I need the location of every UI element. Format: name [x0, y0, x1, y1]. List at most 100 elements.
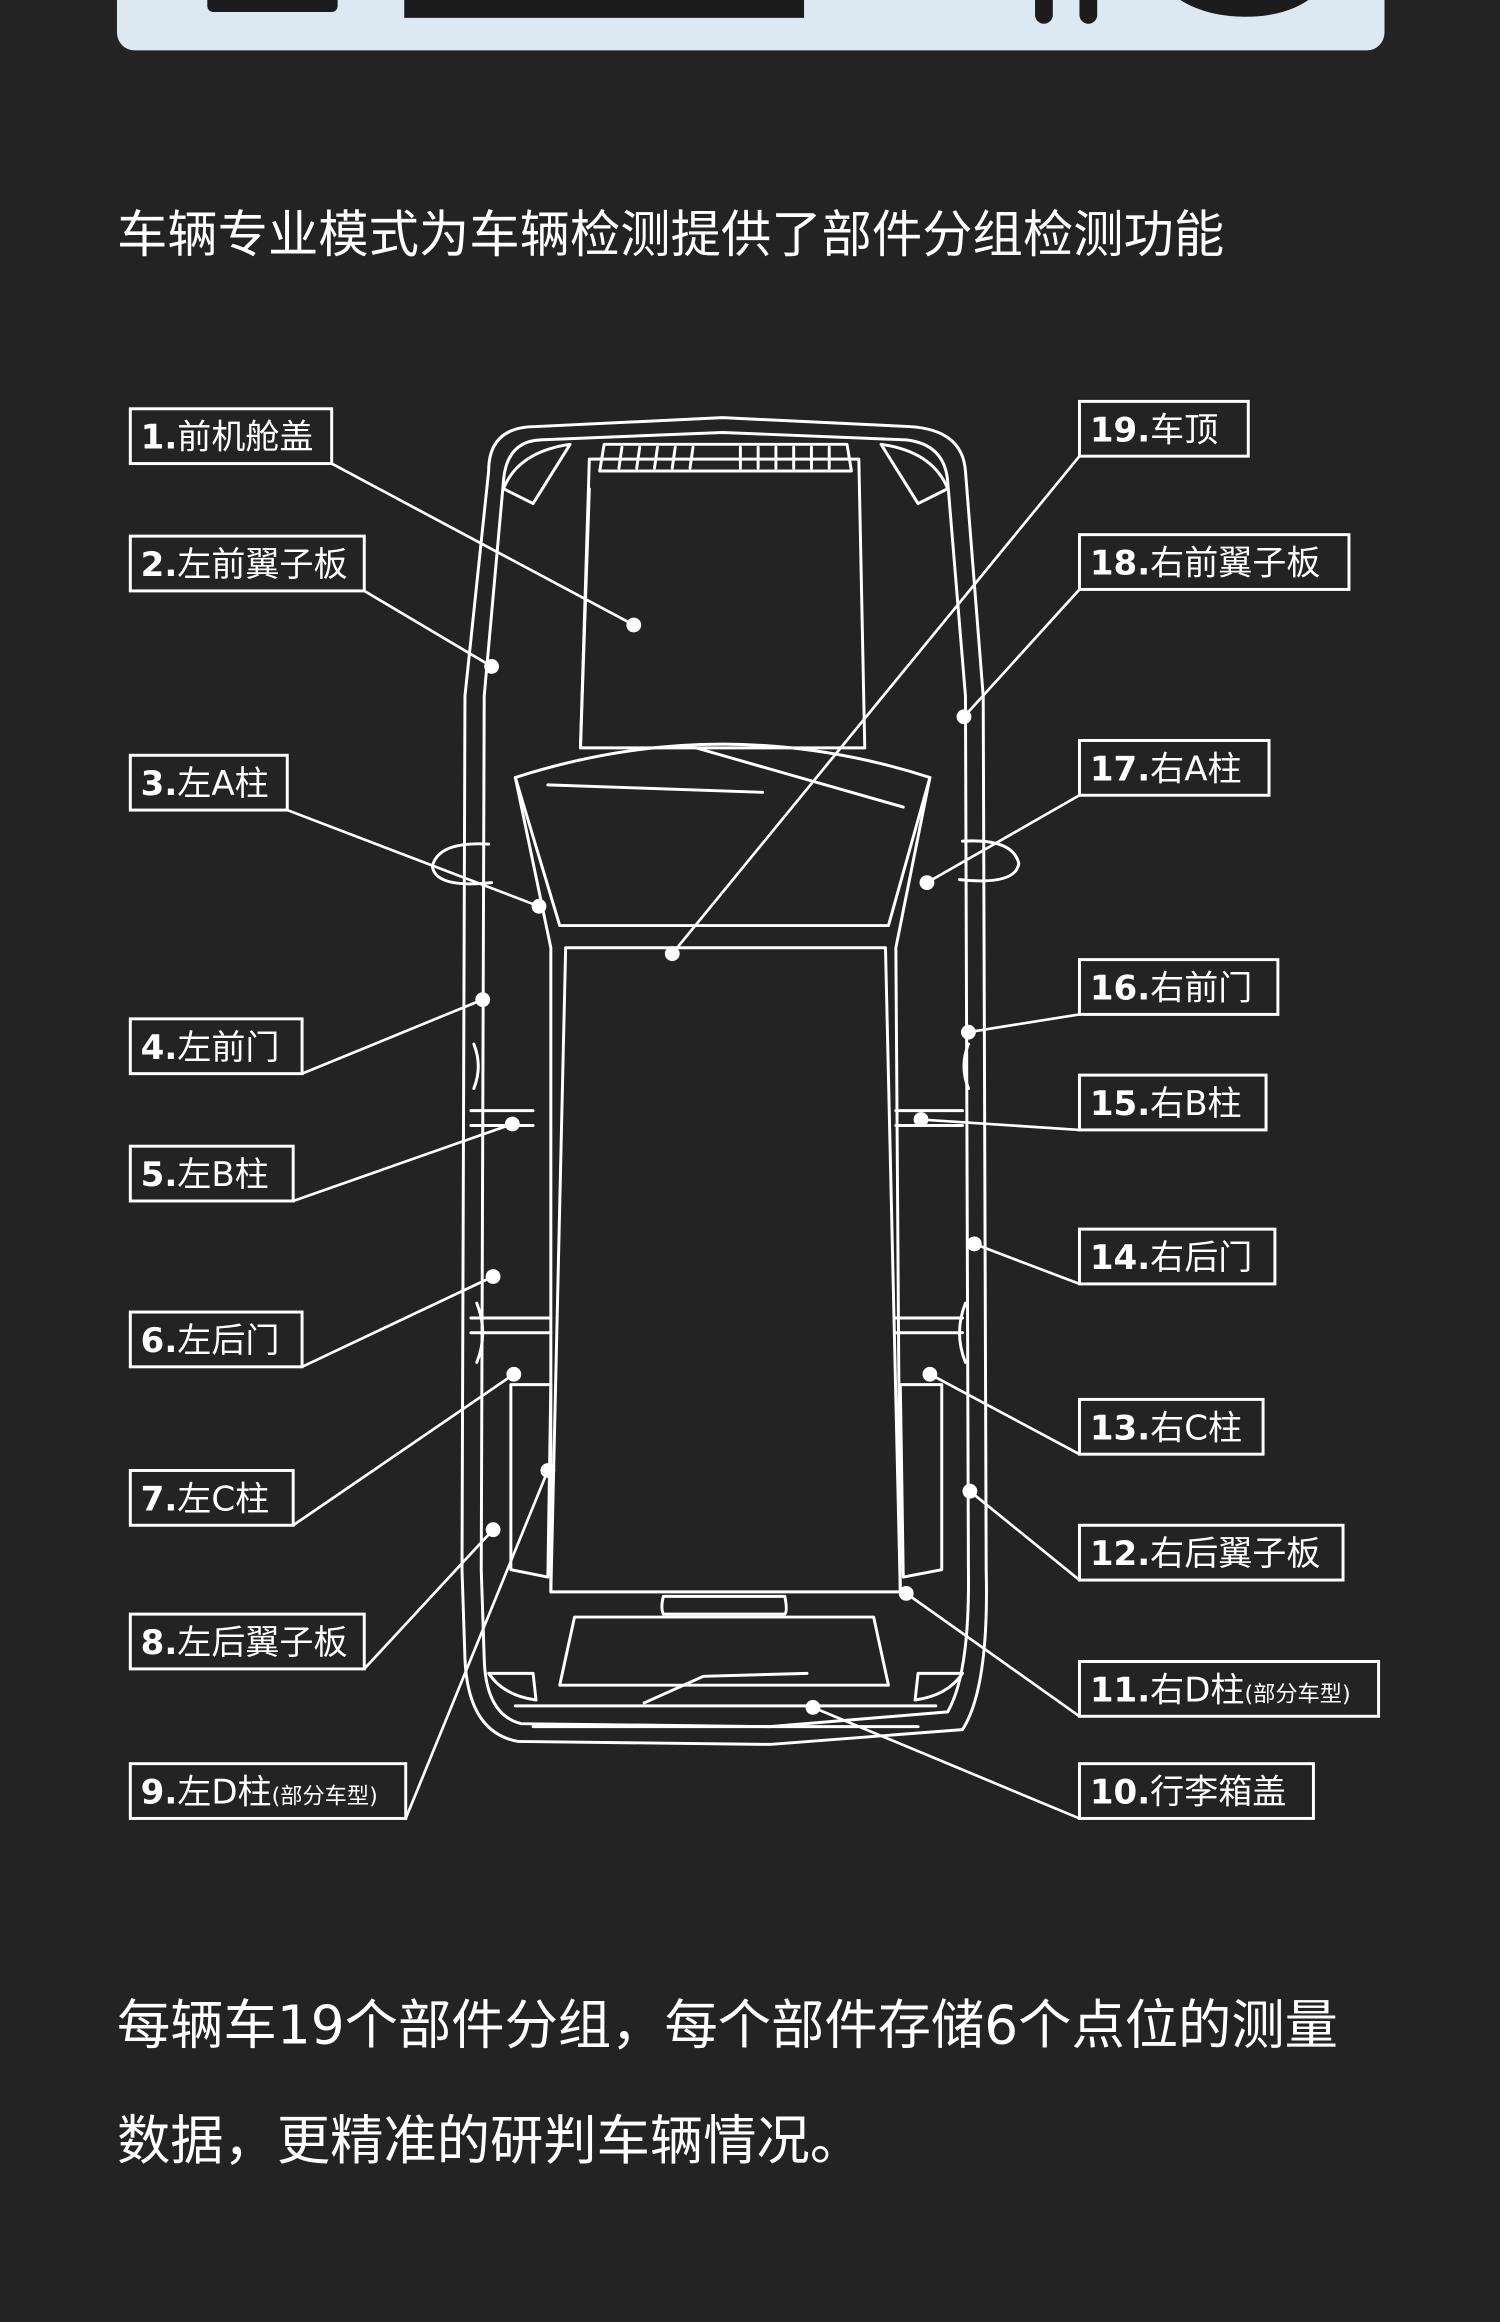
- summary-line-2: 数据，更精准的研判车辆情况。: [117, 2110, 863, 2172]
- part-8-label-text: 8.左后翼子板: [141, 1623, 348, 1663]
- top-banner: [116, 0, 1385, 51]
- part-15-leader-line: [920, 1118, 1080, 1132]
- car-body-outline: [460, 416, 988, 1746]
- part-3-number: 3.: [141, 764, 178, 804]
- part-6-number: 6.: [141, 1321, 178, 1361]
- part-10-number: 10.: [1090, 1773, 1150, 1813]
- part-18-callout: 18.右前翼子板: [956, 533, 1351, 725]
- part-13-name: 右C柱: [1150, 1408, 1242, 1448]
- part-13-label-box: [1077, 1397, 1265, 1456]
- part-12-label-text: 12.右后翼子板: [1090, 1534, 1321, 1574]
- part-10-leader-line: [812, 1706, 1080, 1820]
- part-17-number: 17.: [1090, 749, 1150, 789]
- top-banner-label-block: [404, 0, 805, 18]
- part-12-name: 右后翼子板: [1150, 1534, 1320, 1574]
- part-4-number: 4.: [141, 1028, 178, 1068]
- part-2-marker-dot: [484, 659, 500, 674]
- part-10-label-box: [1077, 1762, 1315, 1820]
- part-15-name: 右B柱: [1150, 1084, 1241, 1124]
- part-1-marker-dot: [626, 617, 642, 633]
- part-14-label-box: [1077, 1227, 1277, 1286]
- right-headlight: [879, 442, 950, 506]
- summary-line-1: 每辆车19个部件分组，每个部件存储6个点位的测量: [117, 1995, 1338, 2057]
- part-16-callout: 16.右前门: [961, 958, 1280, 1040]
- part-6-marker-dot: [485, 1269, 501, 1284]
- part-18-leader-line: [962, 588, 1081, 718]
- part-12-marker-dot: [962, 1483, 978, 1499]
- part-15-marker-dot: [913, 1112, 929, 1127]
- left-taillight: [487, 1671, 538, 1702]
- part-13-leader-line: [929, 1373, 1081, 1456]
- part-11-name: 右D柱: [1150, 1670, 1244, 1710]
- part-11-label-box: [1077, 1660, 1381, 1718]
- right-mirror: [958, 839, 1021, 883]
- part-18-label-text: 18.右前翼子板: [1090, 544, 1321, 584]
- part-12-number: 12.: [1090, 1534, 1150, 1574]
- part-14-callout: 14.右后门: [966, 1227, 1277, 1286]
- rear-spoiler: [660, 1594, 788, 1616]
- left-door-handle-front: [472, 1042, 480, 1090]
- part-8-number: 8.: [141, 1623, 178, 1663]
- right-quarter-window: [898, 1383, 944, 1579]
- part-18-label-box: [1077, 533, 1351, 591]
- part-5-label-text: 5.左B柱: [141, 1155, 269, 1195]
- part-16-leader-line: [968, 1013, 1080, 1034]
- part-17-callout: 17.右A柱: [919, 738, 1271, 891]
- part-7-name: 左C柱: [177, 1479, 269, 1519]
- part-5-marker-dot: [504, 1116, 520, 1132]
- part-14-name: 右后门: [1150, 1238, 1252, 1278]
- part-9-marker-dot: [540, 1463, 556, 1478]
- part-5-number: 5.: [141, 1155, 178, 1195]
- right-b-pillar: [894, 1109, 964, 1127]
- car-diagram: [430, 416, 1021, 1746]
- part-10-label-text: 10.行李箱盖: [1090, 1773, 1287, 1813]
- left-a-pillar-line: [513, 776, 553, 1594]
- right-a-pillar-line: [894, 776, 932, 1594]
- part-15-label-box: [1077, 1073, 1268, 1132]
- right-c-pillar: [894, 1316, 964, 1335]
- part-3-label-text: 3.左A柱: [141, 764, 269, 804]
- part-18-marker-dot: [956, 709, 972, 725]
- part-5-name: 左B柱: [177, 1155, 268, 1195]
- part-13-label-text: 13.右C柱: [1090, 1408, 1242, 1448]
- front-grille: [598, 442, 853, 473]
- part-16-name: 右前门: [1150, 969, 1252, 1009]
- part-19-name: 车顶: [1150, 410, 1218, 450]
- part-13-callout: 13.右C柱: [922, 1366, 1265, 1456]
- grille-slats: [617, 445, 831, 470]
- part-17-name: 右A柱: [1150, 749, 1241, 789]
- part-2-label-box: [128, 534, 366, 593]
- right-door-handle-front: [962, 1042, 970, 1090]
- part-7-leader-line: [292, 1373, 515, 1527]
- wiper-left: [546, 783, 765, 794]
- part-10-name: 行李箱盖: [1150, 1773, 1286, 1813]
- part-19-callout: 19.车顶: [664, 399, 1250, 962]
- part-17-leader-line: [926, 794, 1081, 884]
- part-4-label-box: [128, 1017, 304, 1076]
- part-16-number: 16.: [1090, 969, 1150, 1009]
- part-3-leader-line: [286, 808, 540, 908]
- part-7-number: 7.: [141, 1479, 178, 1519]
- hood-crease-left: [578, 487, 591, 750]
- part-1-callout: 1.前机舱盖: [128, 407, 642, 633]
- part-9-number: 9.: [141, 1773, 178, 1813]
- right-taillight: [913, 1671, 964, 1702]
- part-6-label-text: 6.左后门: [141, 1321, 280, 1361]
- part-6-label-box: [128, 1310, 304, 1369]
- part-8-marker-dot: [485, 1522, 501, 1538]
- part-labels: 1.前机舱盖2.左前翼子板3.左A柱4.左前门5.左B柱6.左后门7.左C柱8.…: [128, 399, 1381, 1820]
- part-19-label-box: [1077, 399, 1250, 458]
- part-7-label-text: 7.左C柱: [141, 1479, 269, 1519]
- part-1-label-text: 1.前机舱盖: [141, 418, 314, 458]
- part-9-leader-line: [404, 1469, 550, 1819]
- part-18-name: 右前翼子板: [1150, 544, 1320, 584]
- car-body-inner: [479, 430, 970, 1729]
- part-15-callout: 15.右B柱: [913, 1073, 1268, 1132]
- part-2-label-text: 2.左前翼子板: [141, 545, 348, 585]
- part-10-callout: 10.行李箱盖: [805, 1699, 1315, 1820]
- part-19-label-text: 19.车顶: [1090, 410, 1218, 450]
- part-1-name: 前机舱盖: [177, 418, 313, 458]
- intro-text: 车辆专业模式为车辆检测提供了部件分组检测功能: [117, 205, 1224, 264]
- part-11-number: 11.: [1090, 1670, 1150, 1710]
- part-14-number: 14.: [1090, 1238, 1150, 1278]
